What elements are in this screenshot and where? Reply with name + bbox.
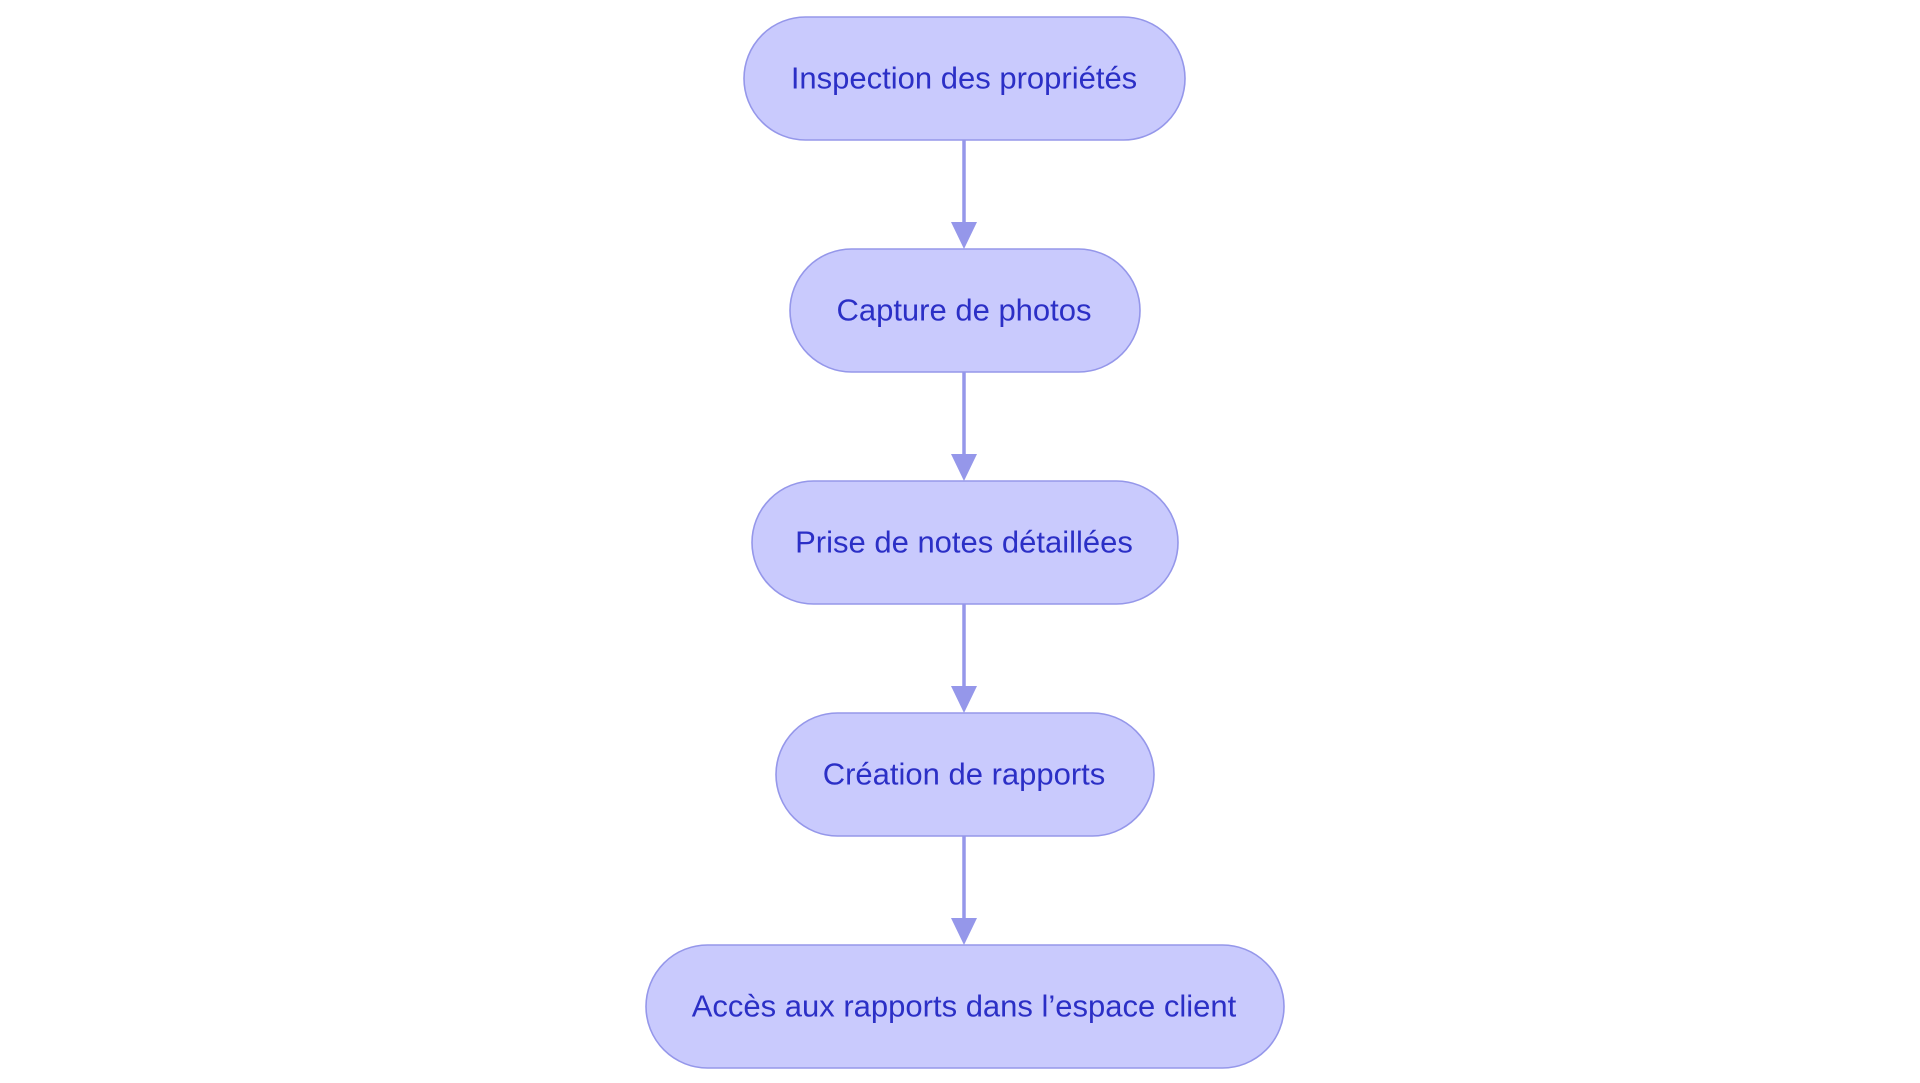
node-inspection-des-proprietes: Inspection des propriétés	[743, 16, 1186, 141]
node-label: Capture de photos	[836, 293, 1091, 328]
node-label: Création de rapports	[823, 757, 1106, 792]
node-label: Accès aux rapports dans l’espace client	[692, 989, 1237, 1024]
node-acces-aux-rapports: Accès aux rapports dans l’espace client	[645, 944, 1285, 1069]
node-label: Inspection des propriétés	[791, 61, 1137, 96]
edge-2-to-3	[951, 372, 977, 481]
node-capture-de-photos: Capture de photos	[789, 248, 1141, 373]
node-creation-de-rapports: Création de rapports	[775, 712, 1155, 837]
edge-3-to-4	[951, 604, 977, 713]
node-prise-de-notes-detaillees: Prise de notes détaillées	[751, 480, 1179, 605]
node-label: Prise de notes détaillées	[795, 525, 1133, 560]
edge-1-to-2	[951, 140, 977, 249]
edge-4-to-5	[951, 836, 977, 945]
